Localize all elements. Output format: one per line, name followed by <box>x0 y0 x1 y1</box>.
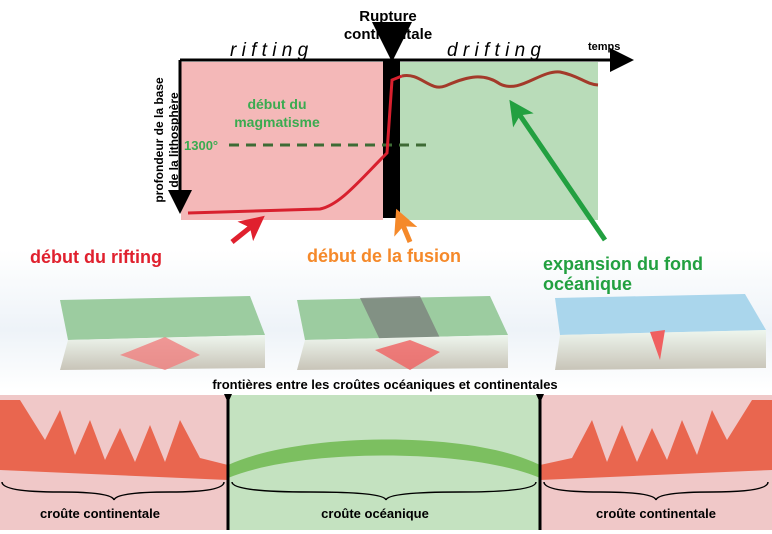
fusion-arrow-icon <box>394 208 418 243</box>
block-diagram-rifting <box>60 296 265 370</box>
block-diagram-fusion <box>297 296 508 370</box>
rifting-zone <box>181 62 383 220</box>
left-brace <box>1 481 225 501</box>
rupture-title-2: continentale <box>344 26 432 43</box>
rifting-label: r i f t i n g <box>230 40 309 61</box>
left-crust-label: croûte continentale <box>40 506 160 521</box>
oceanic-crust-label: croûte océanique <box>321 506 429 521</box>
time-axis-label: temps <box>588 41 620 53</box>
lithosphere-curve <box>187 74 403 215</box>
rifting-start-label: début du rifting <box>30 247 162 267</box>
oceanic-crust <box>228 439 540 478</box>
oceanic-curve <box>401 70 599 89</box>
magmatisme-label: début du <box>247 96 306 112</box>
left-boundary-arrow-icon <box>224 394 232 403</box>
expansion-label: expansion du fond <box>543 254 703 274</box>
magmatisme-label-2: magmatisme <box>234 114 320 130</box>
isotherm-label: 1300° <box>184 138 218 153</box>
rupture-bar <box>383 60 400 218</box>
boundaries-label: frontières entre les croûtes océaniques … <box>212 377 557 392</box>
middle-brace <box>231 481 537 501</box>
rupture-title: Rupture <box>359 8 417 25</box>
left-tilted-blocks <box>0 400 228 480</box>
depth-axis-label: profondeur de la base <box>152 77 166 203</box>
drifting-zone <box>400 62 598 220</box>
block-diagram-ocean <box>555 294 766 370</box>
expansion-arrow-icon <box>509 99 608 242</box>
right-tilted-blocks <box>540 400 772 480</box>
right-crust-label: croûte continentale <box>596 506 716 521</box>
depth-axis-label-2: de la lithosphère <box>167 92 181 188</box>
right-boundary-arrow-icon <box>536 394 544 403</box>
drifting-label: d r i f t i n g <box>447 40 541 61</box>
right-brace <box>543 481 769 501</box>
rifting-arrow-icon <box>230 215 265 244</box>
fusion-start-label: début de la fusion <box>307 246 461 266</box>
expansion-label-2: océanique <box>543 274 632 294</box>
